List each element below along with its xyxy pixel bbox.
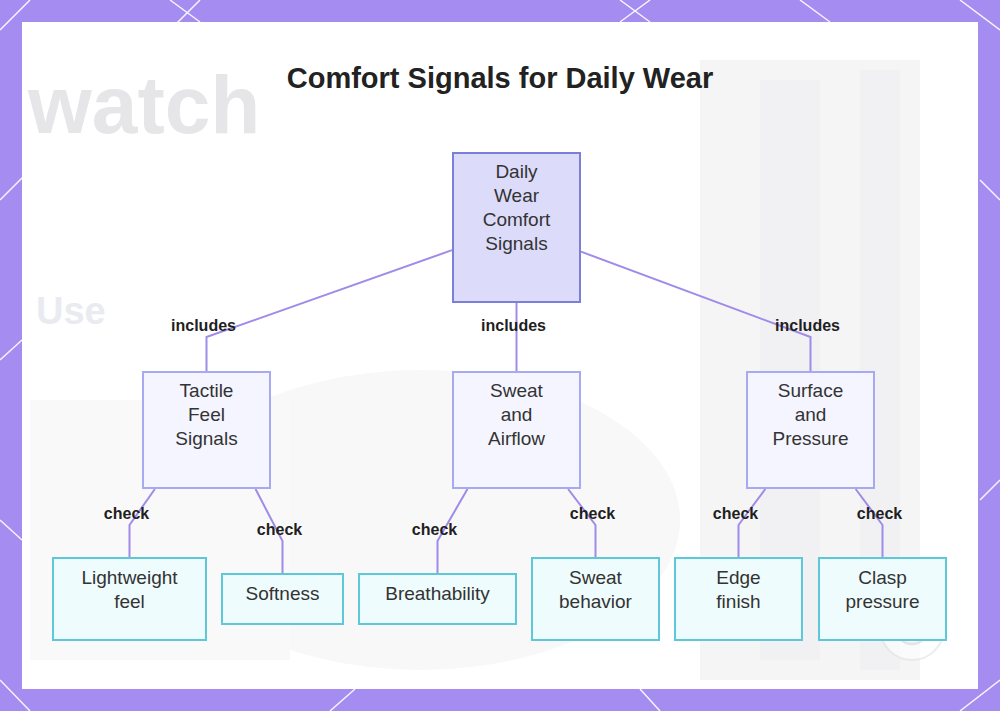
node-text: Tactile Feel Signals — [164, 379, 249, 451]
node-text: Surface and Pressure — [768, 379, 853, 451]
panel — [22, 22, 978, 689]
node-text: Softness — [228, 582, 338, 606]
edge-label: check — [257, 521, 302, 539]
edge-label: check — [570, 505, 615, 523]
connector-line — [516, 303, 518, 371]
node-text: Sweat and Airflow — [474, 379, 559, 451]
check-box: Edge finish — [674, 557, 803, 641]
connector-line — [856, 489, 883, 557]
edge-label: check — [857, 505, 902, 523]
connector-line — [739, 489, 766, 557]
watermark-text: watch — [28, 58, 260, 152]
edge-label: check — [713, 505, 758, 523]
check-box: Breathability — [358, 573, 517, 625]
edge-label: includes — [775, 317, 840, 335]
category-box: Sweat and Airflow — [452, 371, 581, 489]
category-box: Surface and Pressure — [746, 371, 875, 489]
faded-photo — [30, 60, 920, 680]
edge-label: includes — [171, 317, 236, 335]
connector-line — [581, 252, 811, 371]
connector-line — [207, 250, 453, 371]
node-text: Clasp pressure — [838, 566, 928, 614]
node-text: Breathability — [363, 582, 513, 606]
check-box: Clasp pressure — [818, 557, 947, 641]
watermark-text: Use — [36, 290, 106, 333]
root-box: Daily Wear Comfort Signals — [452, 152, 581, 303]
edge-label: includes — [481, 317, 546, 335]
edge-label: check — [104, 505, 149, 523]
node-text: Lightweight feel — [75, 566, 185, 614]
connector-line — [130, 489, 155, 557]
check-box: Softness — [221, 573, 344, 625]
diagram-title: Comfort Signals for Daily Wear — [0, 62, 1000, 95]
node-text: Sweat behavior — [551, 566, 641, 614]
check-box: Sweat behavior — [531, 557, 660, 641]
connector-line — [568, 489, 595, 557]
node-text: Edge finish — [699, 566, 779, 614]
node-text: Daily Wear Comfort Signals — [477, 160, 557, 256]
check-box: Lightweight feel — [52, 557, 207, 641]
category-box: Tactile Feel Signals — [142, 371, 271, 489]
edge-label: check — [412, 521, 457, 539]
